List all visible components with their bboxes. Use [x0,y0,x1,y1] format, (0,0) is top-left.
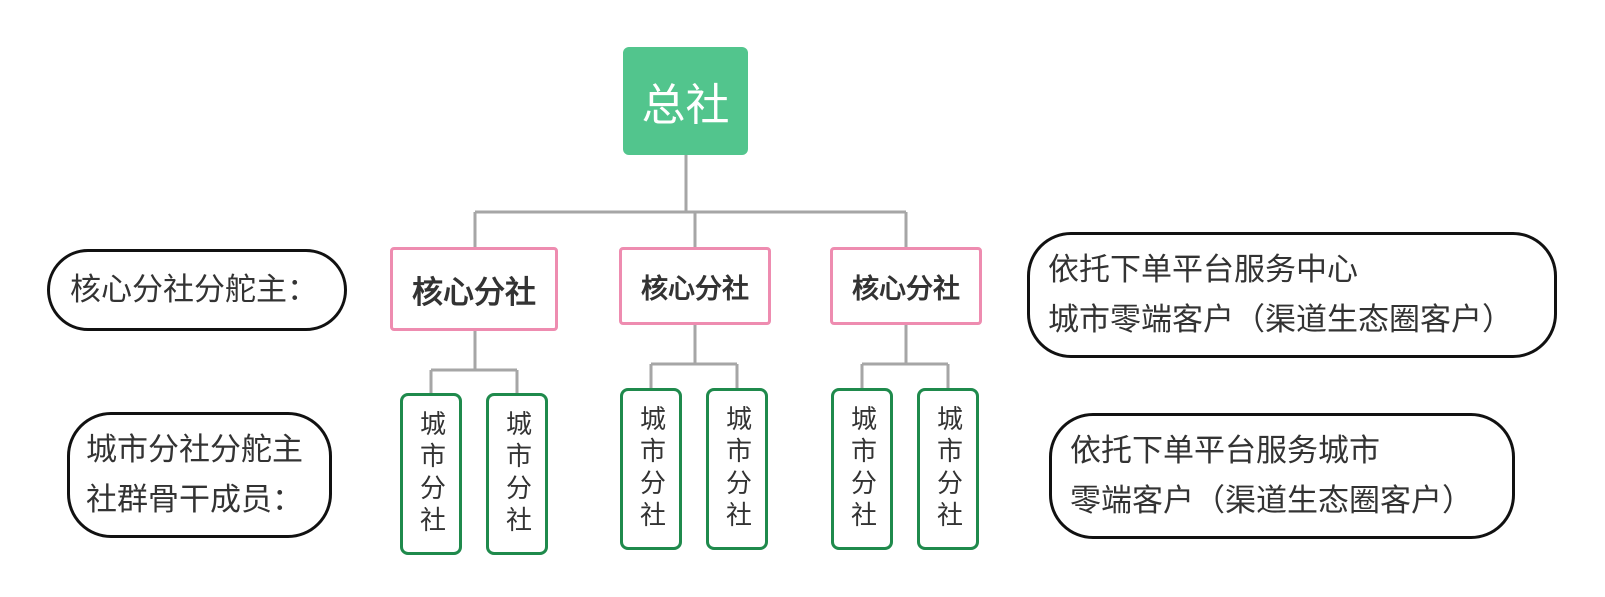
connector-root [473,155,908,247]
city-clients-note: 依托下单平台服务城市 零端客户（渠道生态圈客户） [1049,413,1515,539]
core-branch-label: 核心分社 [852,273,960,305]
city-owner-label: 城市分社分舵主 社群骨干成员： [86,432,303,518]
city-owner-note: 城市分社分舵主 社群骨干成员： [67,412,332,538]
root-node: 总社 [623,47,748,155]
connector-core-2 [649,325,739,388]
connector-core-1 [429,331,519,393]
root-label: 总社 [641,80,730,131]
connector-core-3 [860,325,950,388]
city-branch-node-2a: 城市分社 [620,388,682,550]
core-branch-label: 核心分社 [412,274,536,311]
city-branch-label: 城市分社 [721,405,752,533]
core-owner-note: 核心分社分舵主： [47,249,347,331]
city-branch-node-1b: 城市分社 [486,393,548,555]
city-branch-label: 城市分社 [846,405,877,533]
city-branch-node-3b: 城市分社 [917,388,979,550]
core-branch-label: 核心分社 [641,273,749,305]
city-branch-node-2b: 城市分社 [706,388,768,550]
core-owner-label: 核心分社分舵主： [70,272,318,308]
city-branch-label: 城市分社 [501,410,532,538]
city-branch-node-3a: 城市分社 [831,388,893,550]
core-clients-label: 依托下单平台服务中心 城市零端客户（渠道生态圈客户） [1048,252,1513,338]
core-branch-node-2: 核心分社 [619,247,771,325]
city-branch-label: 城市分社 [932,405,963,533]
core-branch-node-1: 核心分社 [390,247,558,331]
city-clients-label: 依托下单平台服务城市 零端客户（渠道生态圈客户） [1070,433,1473,519]
city-branch-label: 城市分社 [415,410,446,538]
core-clients-note: 依托下单平台服务中心 城市零端客户（渠道生态圈客户） [1027,232,1557,358]
city-branch-label: 城市分社 [635,405,666,533]
city-branch-node-1a: 城市分社 [400,393,462,555]
core-branch-node-3: 核心分社 [830,247,982,325]
